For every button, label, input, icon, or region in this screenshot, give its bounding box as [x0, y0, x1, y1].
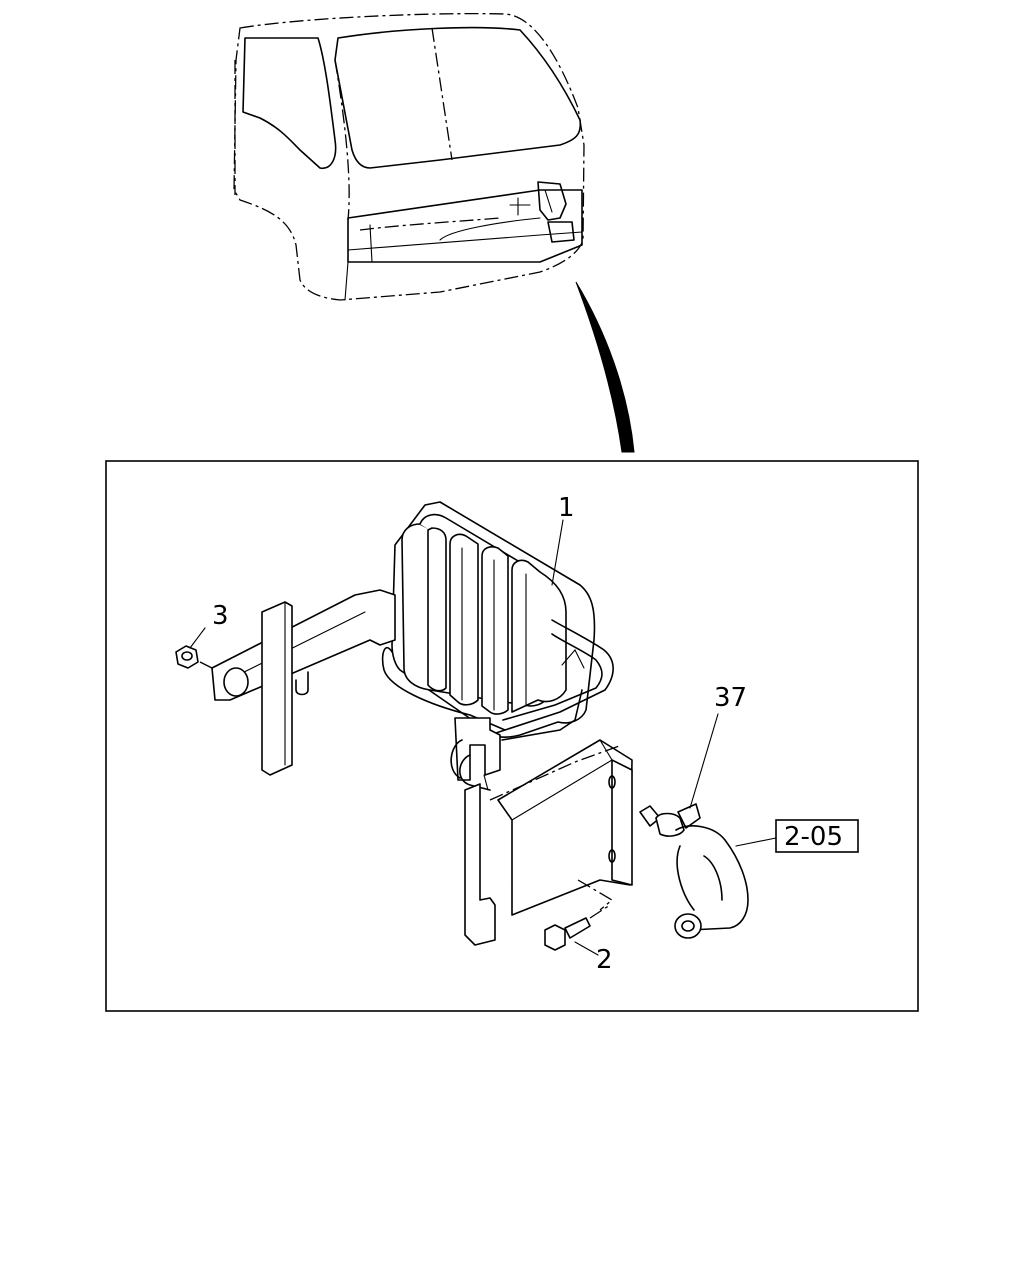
callout-part-1: 1 — [558, 493, 575, 523]
ref-box — [775, 819, 859, 853]
detail-frame — [105, 460, 919, 1012]
nut-part-3 — [175, 627, 213, 669]
canister-assembly — [211, 501, 614, 791]
callout-part-3: 3 — [212, 601, 229, 631]
callout-part-2: 2 — [596, 945, 613, 975]
clamp-part-37 — [639, 713, 719, 837]
truck-cab-overview — [233, 12, 585, 301]
hose-elbow — [674, 825, 777, 939]
callout-part-37: 37 — [714, 683, 747, 713]
bolt-part-2 — [544, 904, 611, 956]
mounting-bracket — [464, 739, 633, 946]
detail-pointer-arrow — [575, 281, 635, 453]
ref-box-label: 2-05 — [784, 822, 843, 852]
